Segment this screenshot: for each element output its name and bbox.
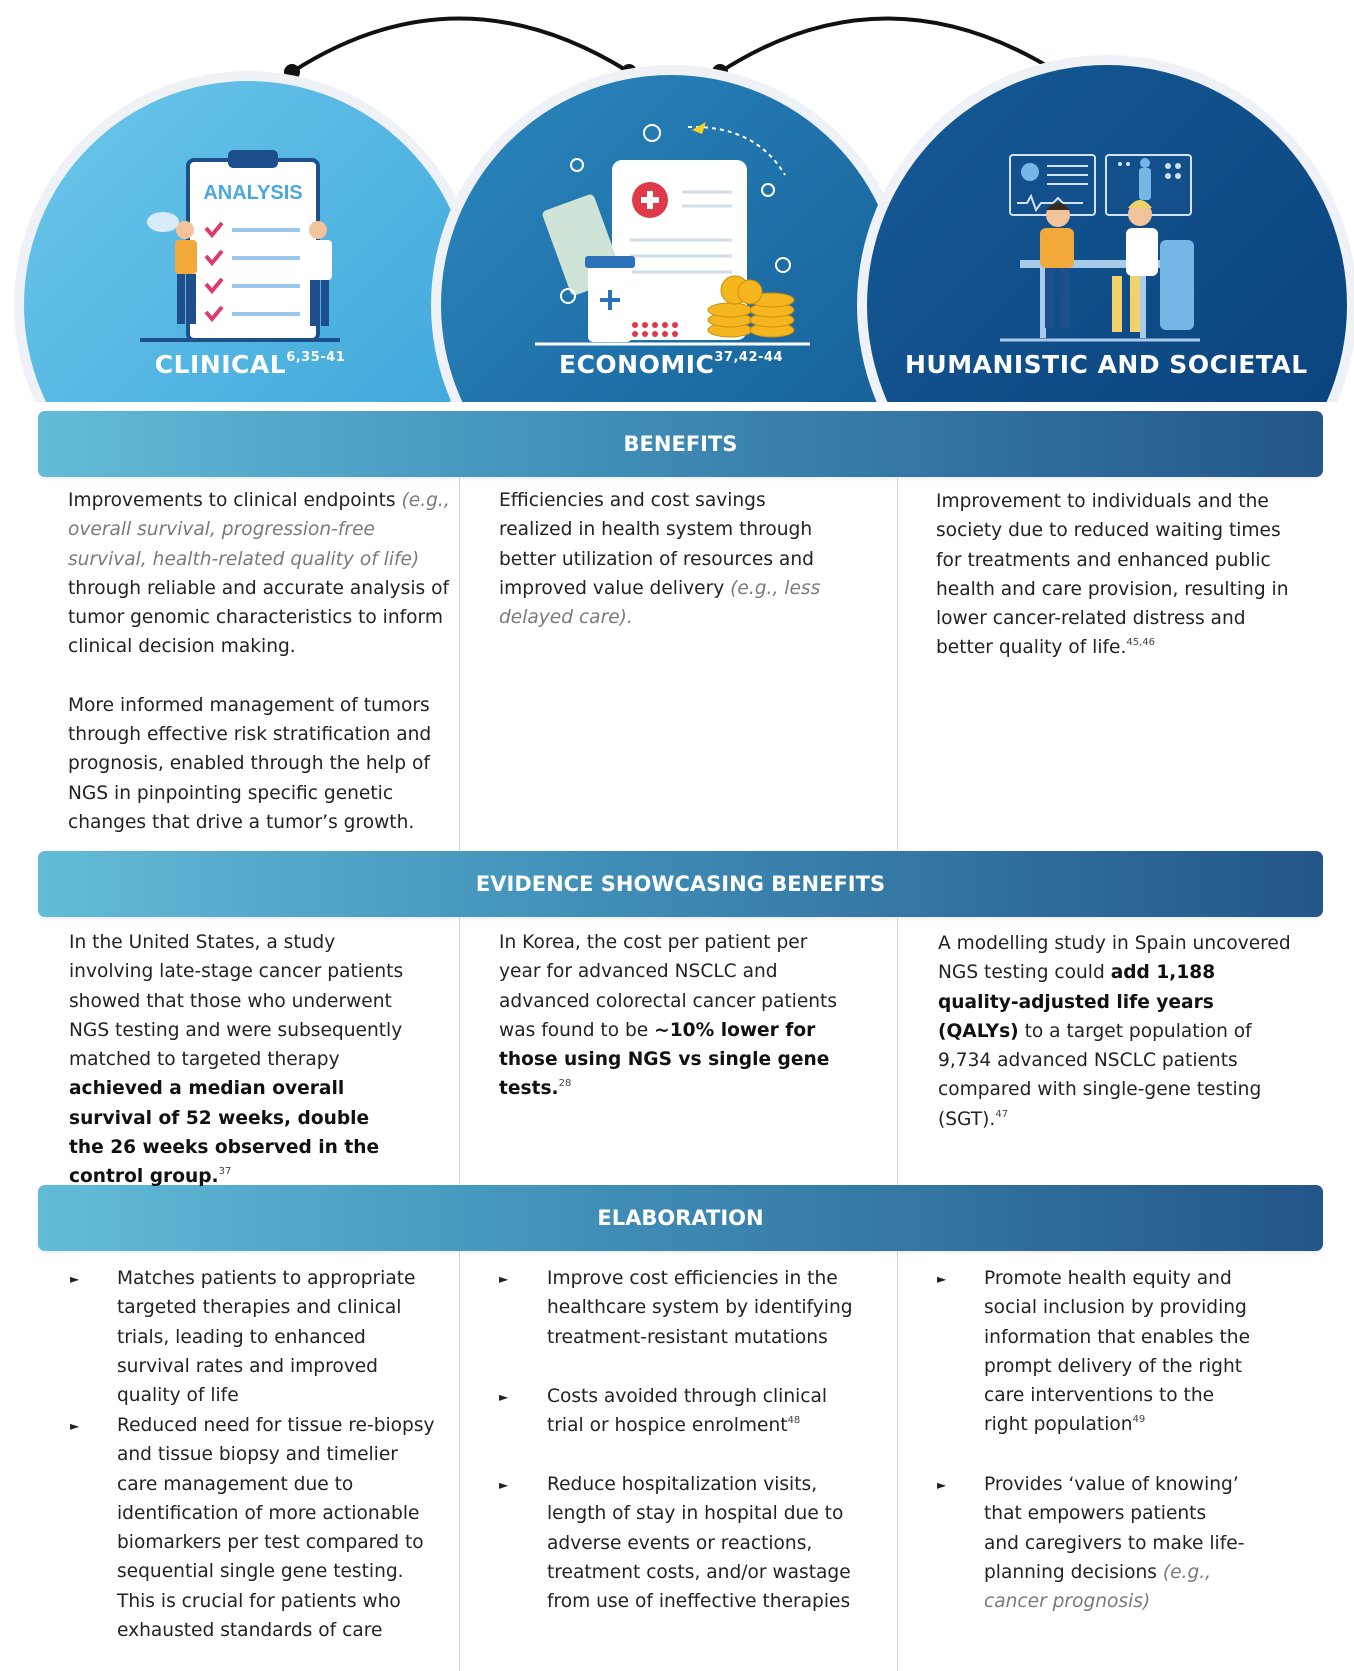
bullet-icon: ►: [499, 1390, 509, 1404]
section-title: ELABORATION: [597, 1206, 764, 1230]
connector-arc-2: [718, 16, 1059, 74]
evidence-clinical: In the United States, a study involving …: [69, 932, 404, 1188]
category-label-economic: ECONOMIC37,42-44: [559, 350, 783, 379]
column-divider: [459, 917, 460, 1185]
section-header-benefits: BENEFITS: [38, 411, 1323, 477]
column-divider: [897, 1251, 898, 1671]
benefits-clinical-p1: Improvements to clinical endpoints (e.g.…: [68, 490, 450, 658]
elaboration-clinical-item: Reduced need for tissue re-biopsy and ti…: [117, 1415, 435, 1642]
column-divider: [897, 917, 898, 1185]
economic-documents-icon: [535, 122, 810, 346]
connector-arc-1: [290, 16, 631, 74]
benefits-humanistic: Improvement to individuals and the socie…: [936, 491, 1289, 659]
bullet-icon: ►: [70, 1272, 80, 1286]
clipboard-icon: ANALYSIS: [140, 150, 340, 342]
benefits-clinical: Improvements to clinical endpoints (e.g.…: [68, 486, 450, 837]
bullet-icon: ►: [499, 1478, 509, 1492]
bullet-icon: ►: [499, 1272, 509, 1286]
elaboration-humanistic-item: Promote health equity and social inclusi…: [984, 1268, 1251, 1436]
elaboration-economic-item: Reduce hospitalization visits, length of…: [547, 1474, 851, 1613]
doctor-patient-icon: [1000, 154, 1200, 342]
column-divider: [897, 477, 898, 851]
category-header: ANALYSIS: [0, 0, 1354, 402]
bullet-icon: ►: [70, 1419, 80, 1433]
analysis-illustration-text: ANALYSIS: [203, 182, 302, 204]
elaboration-humanistic-item: Provides ‘value of knowing’ that empower…: [984, 1474, 1245, 1613]
section-title: BENEFITS: [623, 432, 738, 456]
section-title: EVIDENCE SHOWCASING BENEFITS: [475, 872, 886, 896]
elaboration-economic-item: Improve cost efficiencies in the healthc…: [547, 1268, 853, 1348]
category-illustrations: ANALYSIS: [14, 16, 1354, 402]
bullet-icon: ►: [937, 1272, 947, 1286]
category-label-humanistic: HUMANISTIC AND SOCIETAL: [905, 350, 1308, 379]
section-header-elaboration: ELABORATION: [38, 1185, 1323, 1251]
benefits-clinical-p2: More informed management of tumors throu…: [68, 694, 432, 833]
category-label-clinical: CLINICAL6,35-41: [154, 350, 346, 379]
section-header-evidence: EVIDENCE SHOWCASING BENEFITS: [38, 851, 1323, 917]
benefits-economic: Efficiencies and cost savings realized i…: [499, 490, 821, 629]
elaboration-clinical-item: Matches patients to appropriate targeted…: [117, 1268, 416, 1407]
elaboration-economic-item: Costs avoided through clinical trial or …: [547, 1386, 828, 1437]
evidence-humanistic: A modelling study in Spain uncovered NGS…: [938, 933, 1291, 1130]
column-divider: [459, 477, 460, 851]
column-divider: [459, 1251, 460, 1671]
evidence-economic: In Korea, the cost per patient per year …: [499, 932, 838, 1100]
bullet-icon: ►: [937, 1478, 947, 1492]
